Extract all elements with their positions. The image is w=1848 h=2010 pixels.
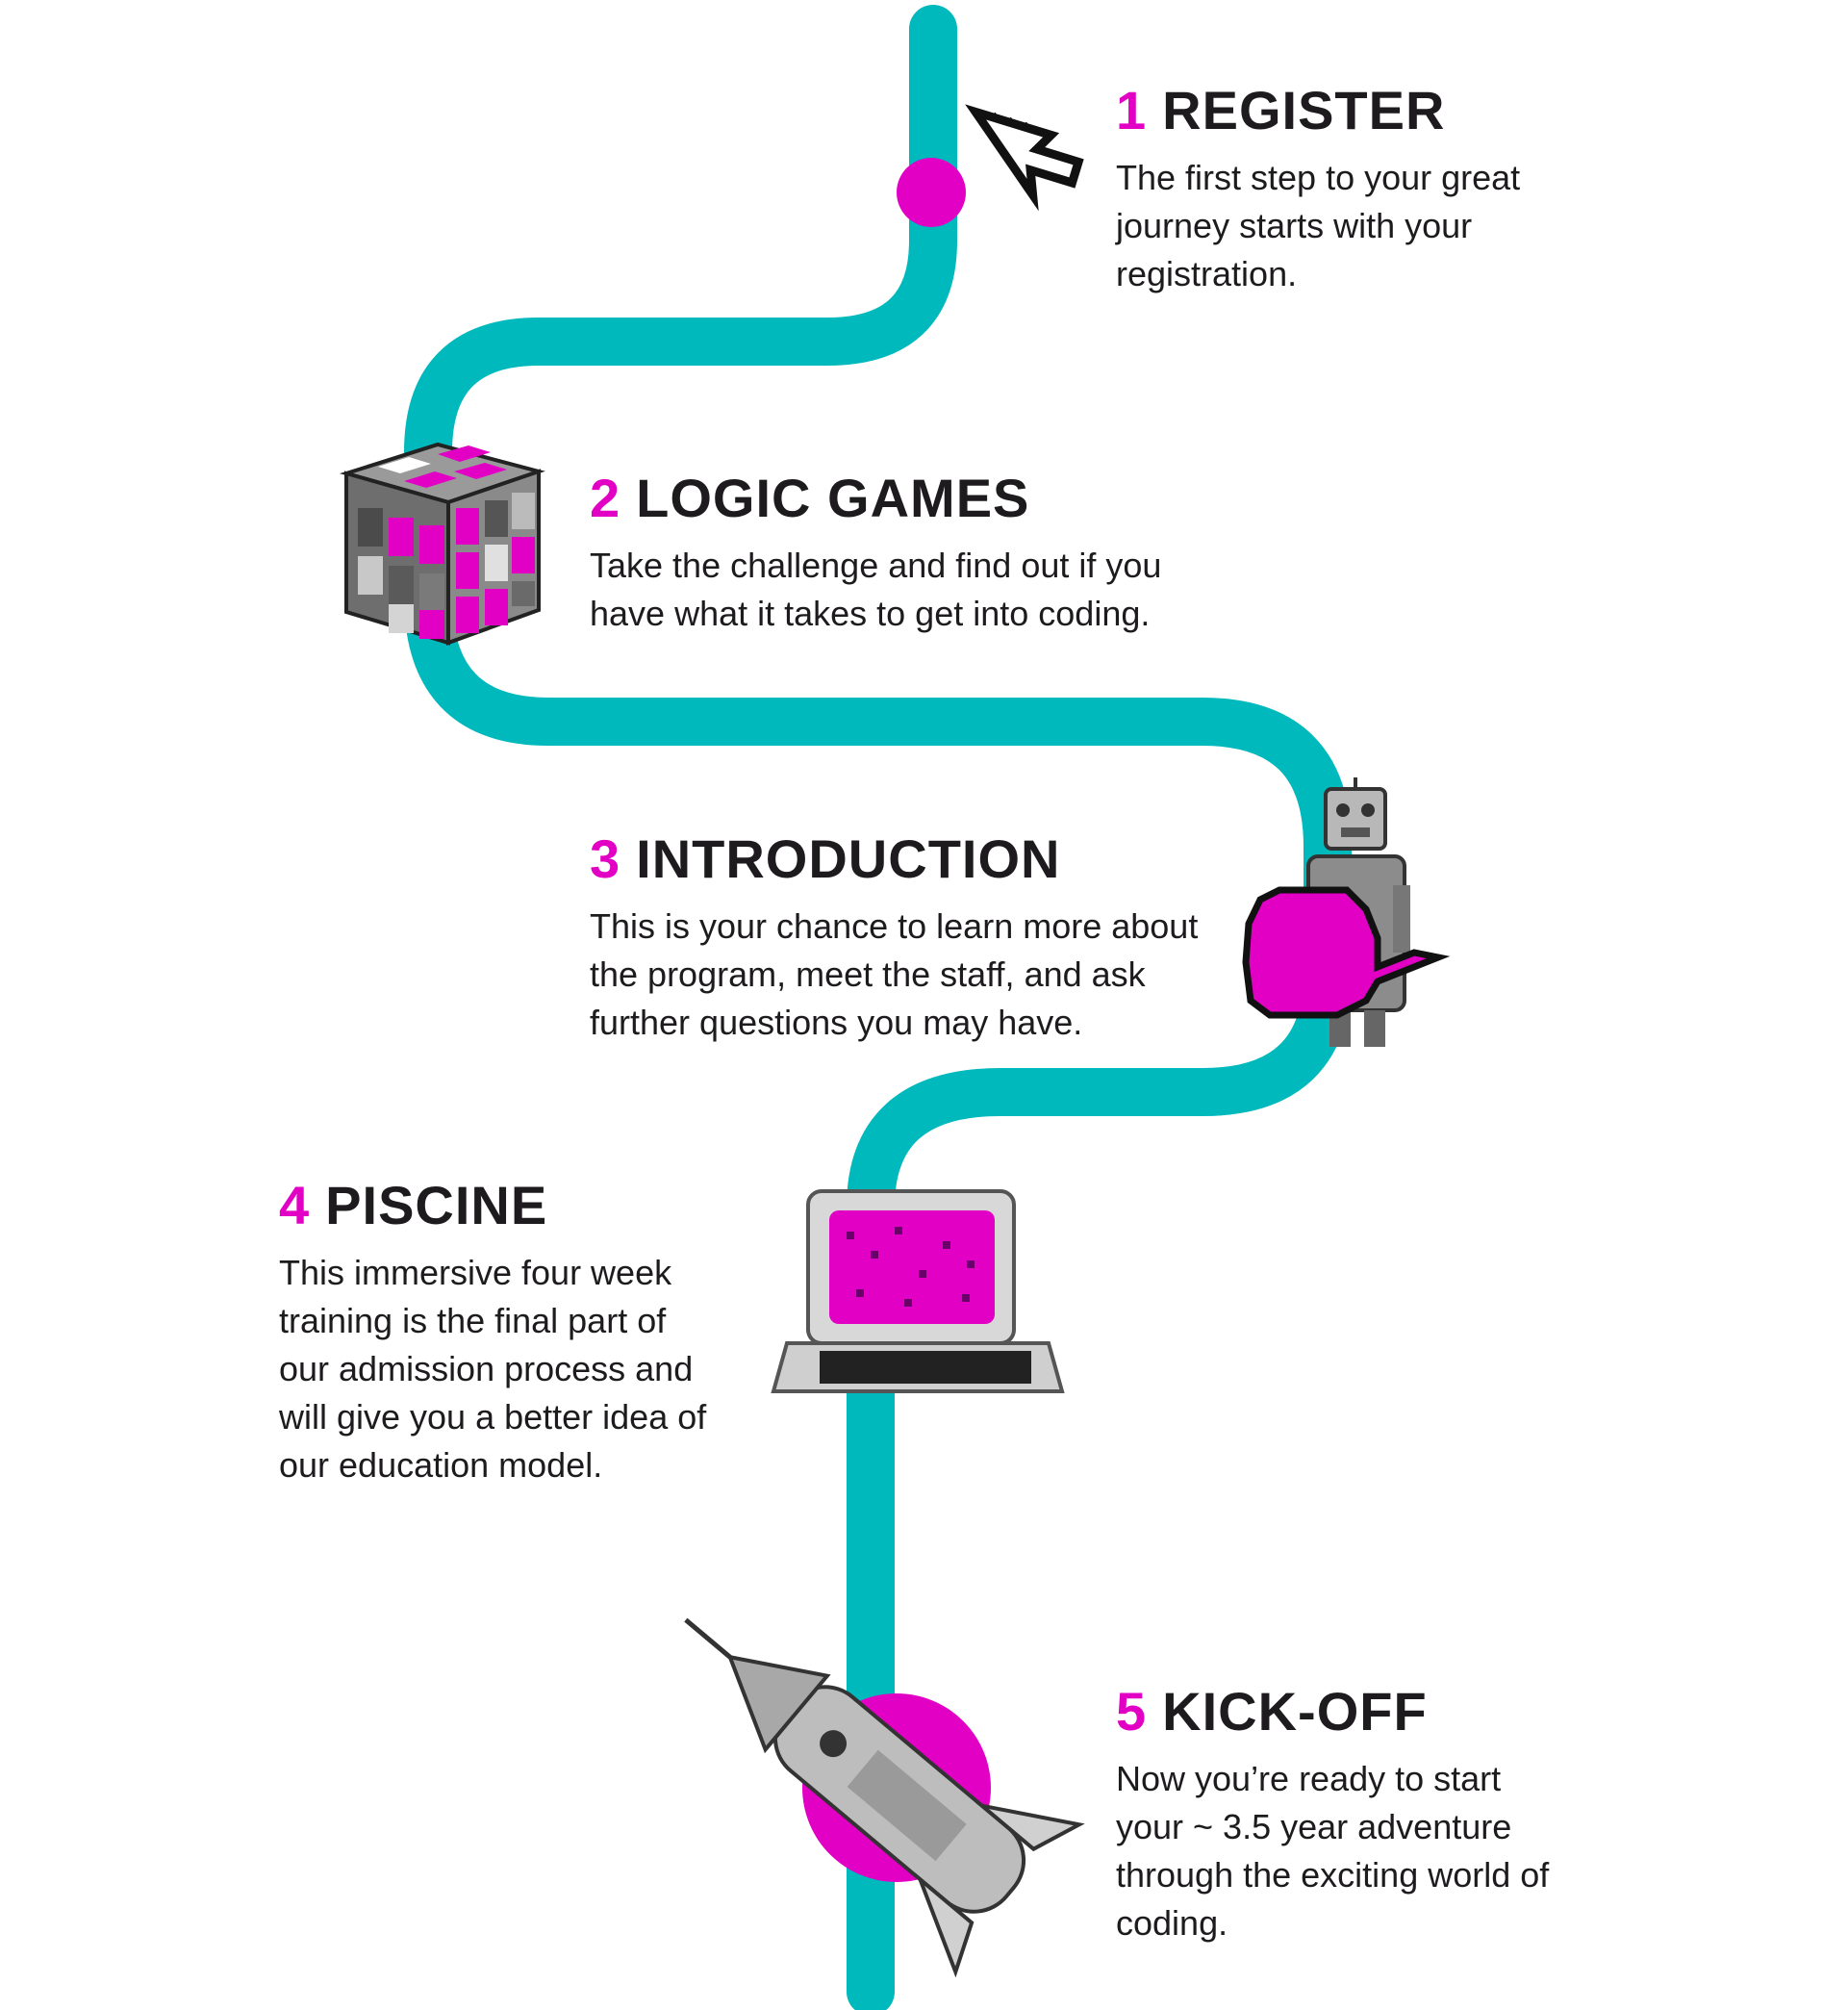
rubiks-cube-icon xyxy=(340,442,545,646)
step-description: This immersive four week training is the… xyxy=(279,1252,707,1485)
step-description: The first step to your great journey sta… xyxy=(1116,157,1521,293)
retro-computer-icon xyxy=(771,1189,1065,1393)
step-1-marker xyxy=(897,158,966,227)
step-title: INTRODUCTION xyxy=(636,828,1061,889)
step-title: PISCINE xyxy=(325,1175,548,1235)
step-number: 3 xyxy=(590,828,621,889)
robot-speech-bubble-icon xyxy=(1242,777,1451,1047)
step-number: 5 xyxy=(1116,1681,1148,1742)
step-number: 1 xyxy=(1116,80,1148,140)
step-title: REGISTER xyxy=(1162,80,1446,140)
step-description: This is your chance to learn more about … xyxy=(590,905,1199,1042)
pixel-cursor-icon xyxy=(965,104,1084,212)
step-number: 2 xyxy=(590,468,621,528)
journey-path xyxy=(404,5,1352,2010)
step-title: KICK-OFF xyxy=(1162,1681,1428,1742)
step-description: Now you’re ready to start your ~ 3.5 yea… xyxy=(1116,1758,1550,1943)
step-number: 4 xyxy=(279,1175,311,1235)
step-title: LOGIC GAMES xyxy=(636,468,1030,528)
step-description: Take the challenge and find out if you h… xyxy=(590,545,1162,633)
rocket-icon xyxy=(684,1617,1085,1978)
